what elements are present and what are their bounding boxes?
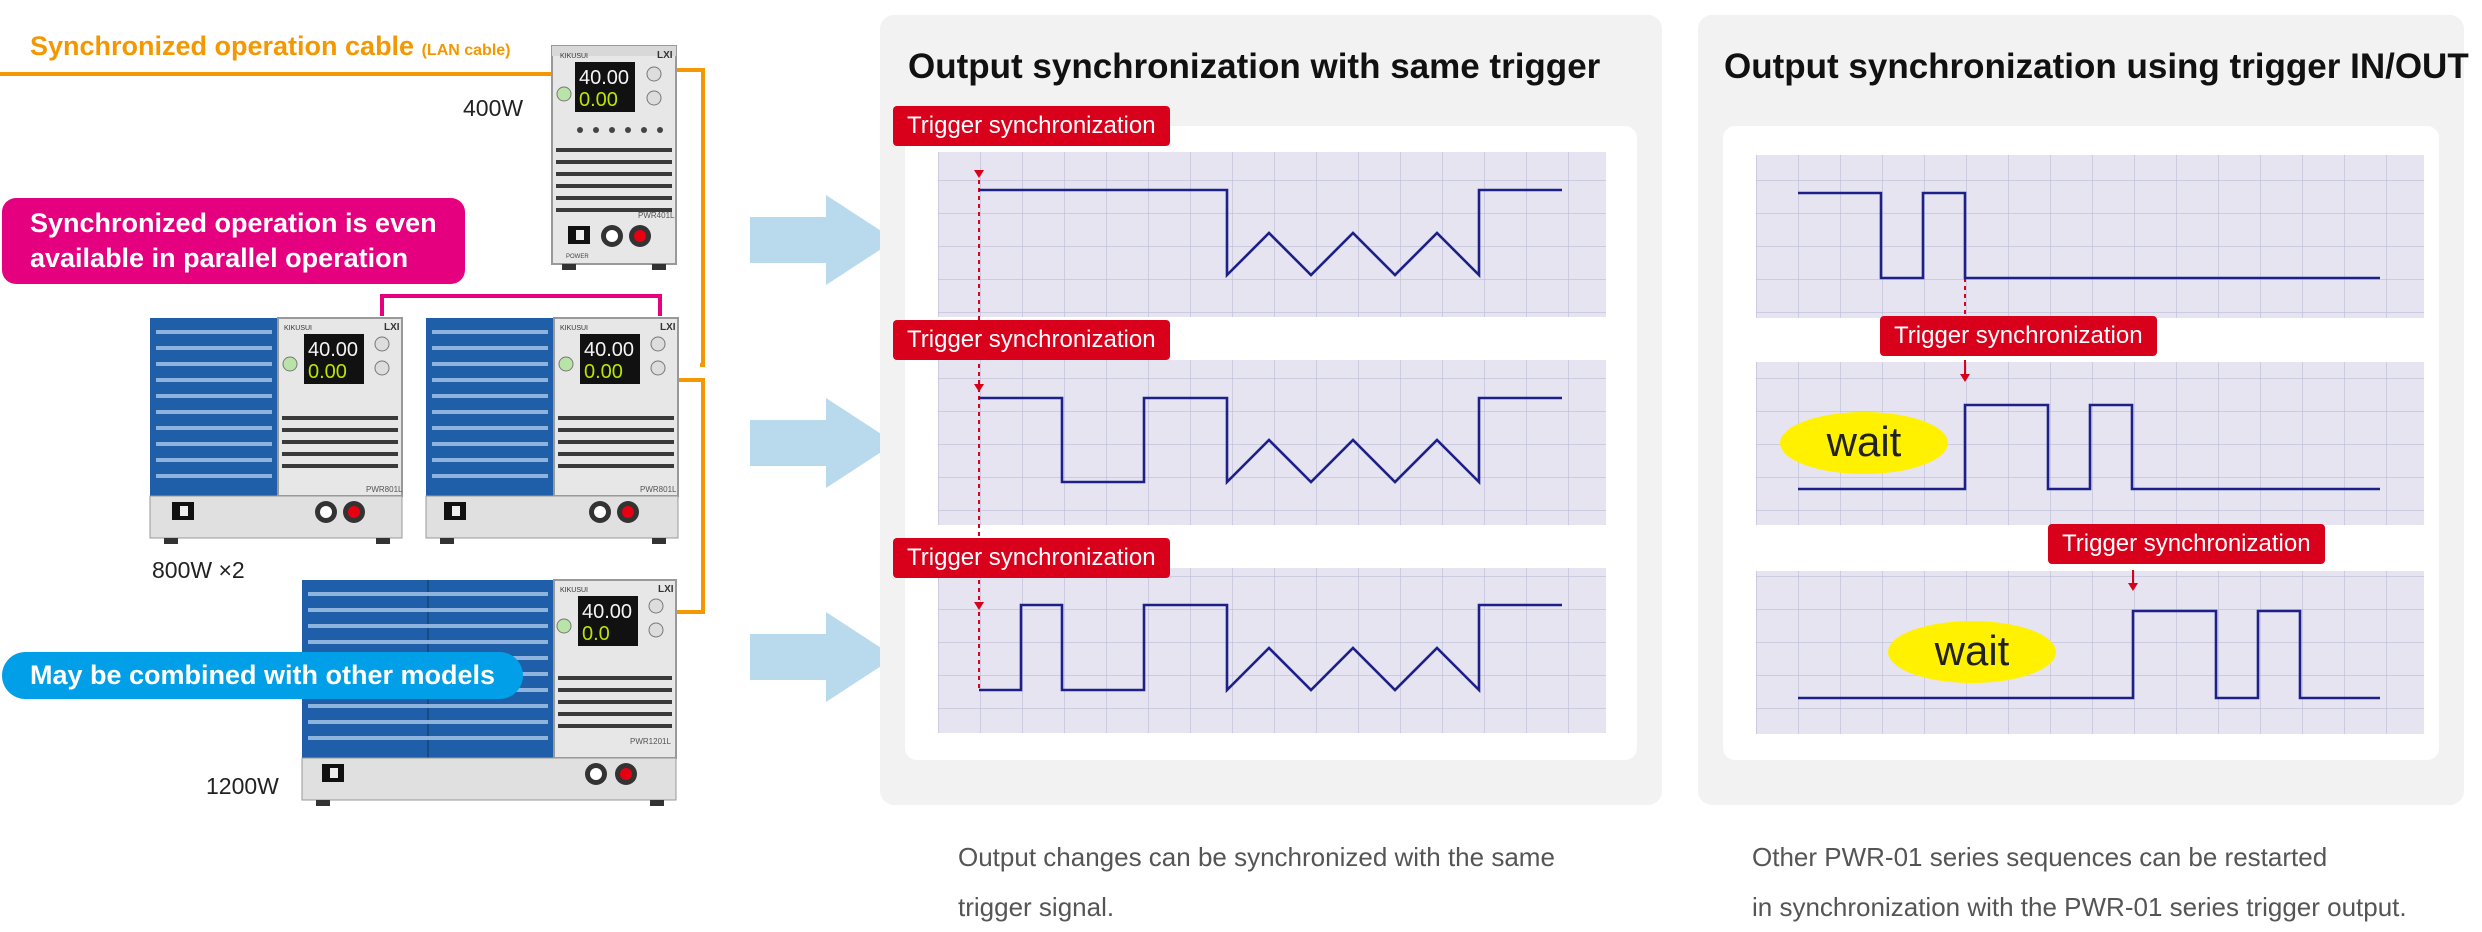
svg-text:KIKUSUI: KIKUSUI — [284, 325, 312, 332]
p1-trigger-arrow-1 — [974, 170, 984, 178]
model-400: PWR401L — [638, 211, 675, 220]
p1-wave-1 — [979, 188, 1562, 279]
callout-parallel-line2: available in parallel operation — [30, 243, 409, 273]
panel2-waveforms — [1756, 155, 2424, 734]
unit-800w-a: KIKUSUI LXI 40.00 0.00 PWR801L — [149, 317, 403, 544]
p1-trigger-arrow-2 — [974, 384, 984, 392]
svg-text:40.00: 40.00 — [582, 601, 632, 623]
callout-parallel-line1: Synchronized operation is even — [30, 208, 437, 238]
brand-400: KIKUSUI — [560, 53, 588, 60]
callout-models-text: May be combined with other models — [30, 660, 496, 690]
label-1200w: 1200W — [206, 773, 279, 799]
svg-text:0.00: 0.00 — [308, 361, 347, 383]
unit-1200w: KIKUSUI LXI 40.00 0.0 PWR1201L — [301, 579, 677, 806]
arrow-3 — [750, 612, 895, 702]
p2-wave-3 — [1798, 609, 2380, 700]
p2-trigger-label-2: Trigger synchronization — [2048, 524, 2325, 564]
svg-text:0.0: 0.0 — [582, 623, 610, 645]
unit-800w-b: KIKUSUI LXI 40.00 0.00 PWR801L — [425, 317, 679, 544]
wait-label-2: wait — [1934, 627, 2010, 674]
panel1-title: Output synchronization with same trigger — [908, 47, 1601, 86]
panel1-caption-line1: Output changes can be synchronized with … — [958, 842, 1555, 872]
arrow-2 — [750, 398, 895, 488]
panel1-caption: Output changes can be synchronized with … — [958, 832, 1555, 932]
svg-text:PWR1201L: PWR1201L — [630, 737, 671, 746]
unit-400w: KIKUSUI LXI 40.00 0.00 PWR401L POWER — [551, 45, 677, 270]
panel1-waveforms — [938, 152, 1606, 733]
p2-trigger-arrow-1 — [1960, 374, 1970, 382]
svg-text:40.00: 40.00 — [308, 339, 358, 361]
p2-wave-2 — [1798, 403, 2380, 491]
svg-text:PWR801L: PWR801L — [640, 485, 677, 494]
cable-label-note: (LAN cable) — [421, 42, 511, 59]
parallel-link — [380, 294, 662, 316]
svg-text:PWR801L: PWR801L — [366, 485, 403, 494]
wait-oval-2 — [1888, 621, 2056, 683]
p1-trigger-label-3: Trigger synchronization — [893, 538, 1170, 578]
p1-trigger-label-2: Trigger synchronization — [893, 320, 1170, 360]
display-v-400: 40.00 — [579, 67, 629, 89]
p1-wave-3 — [979, 603, 1562, 694]
p1-wave-2 — [979, 396, 1562, 486]
arrow-1 — [750, 195, 895, 285]
panel1-caption-line2: trigger signal. — [958, 892, 1115, 922]
svg-text:LXI: LXI — [660, 322, 676, 333]
panel2-caption-line2: in synchronization with the PWR-01 serie… — [1752, 892, 2407, 922]
svg-text:40.00: 40.00 — [584, 339, 634, 361]
p1-trigger-label-1: Trigger synchronization — [893, 106, 1170, 146]
svg-text:POWER: POWER — [566, 254, 589, 260]
panel2-caption-line1: Other PWR-01 series sequences can be res… — [1752, 842, 2328, 872]
svg-text:KIKUSUI: KIKUSUI — [560, 587, 588, 594]
cable-label-text: Synchronized operation cable — [30, 31, 415, 61]
lxi-400: LXI — [657, 50, 673, 61]
label-800w: 800W ×2 — [152, 557, 245, 583]
p2-trigger-arrow-2 — [2128, 583, 2138, 591]
display-a-400: 0.00 — [579, 89, 618, 111]
callout-models: May be combined with other models — [2, 652, 524, 699]
svg-text:LXI: LXI — [384, 322, 400, 333]
svg-text:KIKUSUI: KIKUSUI — [560, 325, 588, 332]
svg-text:LXI: LXI — [658, 584, 674, 595]
instrument-illustration: KIKUSUI LXI 40.00 0.00 PWR401L POWER KIK… — [0, 45, 705, 806]
panel2-caption: Other PWR-01 series sequences can be res… — [1752, 832, 2407, 932]
panel2-title: Output synchronization using trigger IN/… — [1724, 47, 2469, 86]
wait-label-1: wait — [1826, 418, 1902, 465]
p2-wave-1 — [1798, 191, 2380, 280]
cable-label: Synchronized operation cable (LAN cable) — [30, 31, 511, 62]
svg-text:0.00: 0.00 — [584, 361, 623, 383]
p2-trigger-label-1: Trigger synchronization — [1880, 316, 2157, 356]
p1-trigger-arrow-3 — [974, 602, 984, 610]
wait-oval-1 — [1780, 412, 1948, 474]
label-400w: 400W — [463, 95, 524, 121]
callout-parallel: Synchronized operation is even available… — [2, 198, 465, 284]
lan-cable-2 — [672, 378, 705, 614]
